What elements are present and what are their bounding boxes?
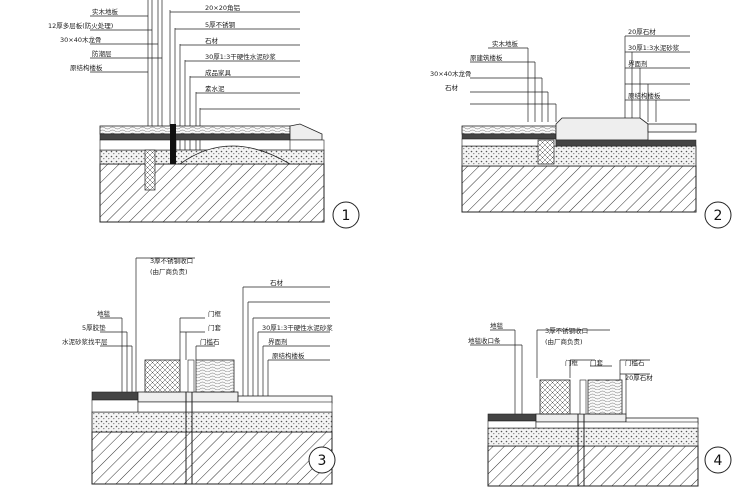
label-1-2: 30×40木龙骨: [60, 35, 102, 44]
label-1-4: 原结构楼板: [70, 63, 103, 72]
label-3-7: 门槛石: [200, 337, 220, 346]
detail-3-section: [91, 359, 333, 485]
label-1-1: 12厚多层板(防火处理): [48, 21, 113, 30]
label-2-6: 界面剂: [628, 59, 648, 68]
detail-3-number-circle: [308, 446, 336, 474]
label-1-0: 实木地板: [92, 7, 119, 16]
label-2-4: 20厚石材: [628, 27, 656, 36]
label-2-7: 原结构楼板: [628, 91, 661, 100]
label-1-3: 防潮层: [92, 49, 112, 58]
detail-2-labels: 实木地板 原建筑楼板 30×40木龙骨 石材 20厚石材 30厚1:3水泥砂浆 …: [430, 27, 680, 100]
label-4-5: 门套: [590, 358, 604, 367]
label-1-6: 5厚不锈钢: [205, 20, 236, 29]
label-3-4: 水泥砂浆找平层: [62, 337, 108, 346]
detail-1-leaders: [90, 0, 300, 190]
label-4-1: 地毯收口条: [468, 336, 501, 345]
detail-4-number: 4: [714, 453, 723, 469]
label-4-7: 20厚石材: [625, 373, 653, 382]
detail-3-leaders: [100, 257, 330, 396]
label-4-2: 3厚不锈钢收口: [545, 326, 588, 335]
detail-3-number: 3: [318, 453, 327, 469]
label-2-3: 石材: [445, 83, 459, 92]
label-1-7: 石材: [205, 36, 219, 45]
label-2-5: 30厚1:3水泥砂浆: [628, 43, 680, 52]
detail-3-labels: 3厚不锈钢收口 (由厂商负责) 地毯 5厚胶垫 水泥砂浆找平层 门框 门套 门槛…: [62, 256, 333, 360]
detail-4: 地毯 地毯收口条 3厚不锈钢收口 (由厂商负责) 门框 门套 门槛石 20厚石材…: [468, 321, 732, 487]
label-1-9: 成品家具: [205, 68, 232, 77]
label-2-2: 30×40木龙骨: [430, 69, 472, 78]
label-3-2: 地毯: [97, 309, 111, 318]
label-1-5: 20×20角铝: [205, 3, 240, 12]
label-3-3: 5厚胶垫: [82, 323, 106, 332]
label-2-1: 原建筑楼板: [470, 53, 503, 62]
detail-1-number: 1: [342, 208, 351, 224]
label-3-11: 原结构楼板: [272, 351, 305, 360]
label-1-10: 素水泥: [205, 84, 225, 93]
label-3-9: 30厚1:3干硬性水泥砂浆: [262, 323, 333, 332]
detail-1-number-circle: [332, 201, 360, 229]
label-4-4: 门框: [565, 358, 579, 367]
label-4-6: 门槛石: [625, 358, 645, 367]
detail-4-leaders: [470, 329, 650, 414]
detail-4-labels: 地毯 地毯收口条 3厚不锈钢收口 (由厂商负责) 门框 门套 门槛石 20厚石材: [468, 321, 653, 382]
label-4-3: (由厂商负责): [545, 337, 583, 346]
detail-2-number-circle: [704, 201, 732, 229]
label-2-0: 实木地板: [492, 39, 519, 48]
label-3-1: (由厂商负责): [150, 267, 188, 276]
label-3-8: 石材: [270, 278, 284, 287]
detail-4-section: [487, 379, 699, 487]
detail-2: 实木地板 原建筑楼板 30×40木龙骨 石材 20厚石材 30厚1:3水泥砂浆 …: [430, 27, 732, 229]
detail-2-section: [461, 117, 697, 213]
detail-1-section: [99, 123, 325, 223]
label-4-0: 地毯: [490, 321, 504, 330]
detail-3: 3厚不锈钢收口 (由厂商负责) 地毯 5厚胶垫 水泥砂浆找平层 门框 门套 门槛…: [62, 256, 336, 485]
label-3-10: 界面剂: [268, 337, 288, 346]
label-3-0: 3厚不锈钢收口: [150, 256, 193, 265]
detail-2-leaders: [470, 35, 690, 122]
label-3-5: 门框: [208, 309, 222, 318]
detail-4-number-circle: [704, 446, 732, 474]
detail-2-number: 2: [714, 208, 723, 224]
detail-1: 实木地板 12厚多层板(防火处理) 30×40木龙骨 防潮层 原结构楼板 20×…: [48, 0, 360, 229]
detail-1-labels: 实木地板 12厚多层板(防火处理) 30×40木龙骨 防潮层 原结构楼板 20×…: [48, 3, 276, 93]
label-1-8: 30厚1:3干硬性水泥砂浆: [205, 52, 276, 61]
label-3-6: 门套: [208, 323, 222, 332]
